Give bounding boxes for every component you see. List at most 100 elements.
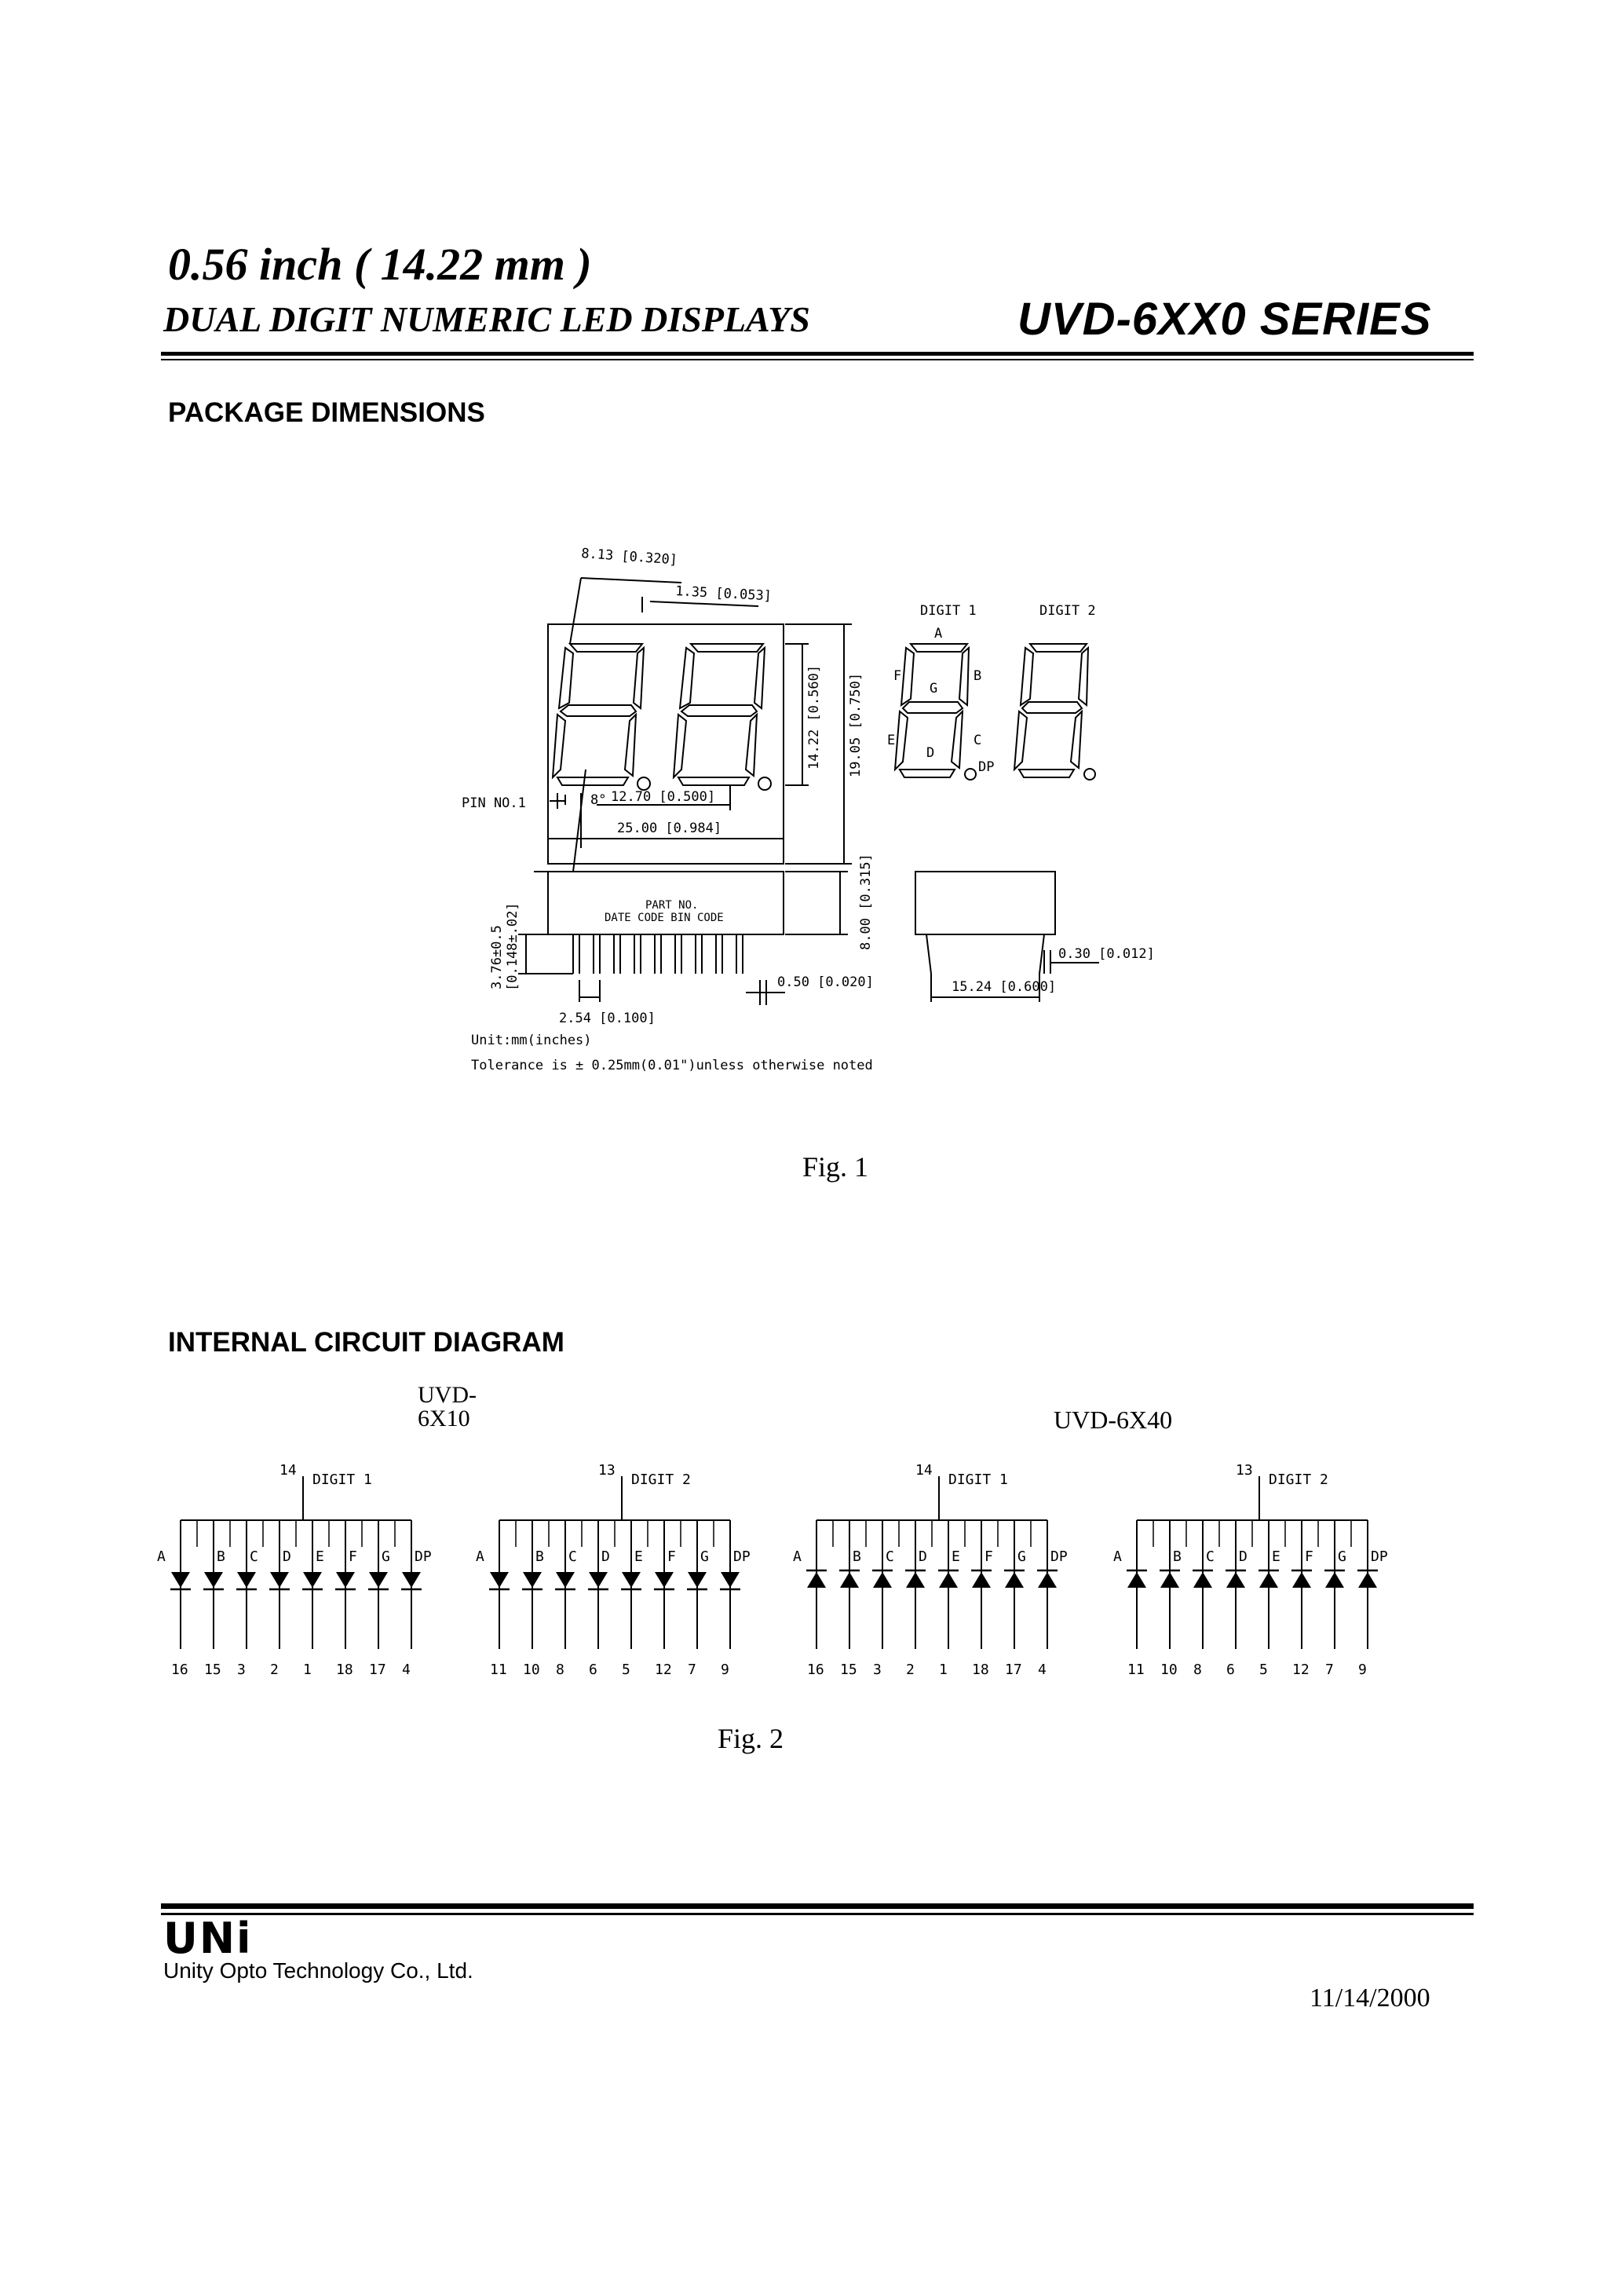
company-logo: UNi [163, 1914, 253, 1963]
segment-map-digit-1 [893, 643, 977, 781]
document-date: 11/14/2000 [1310, 1983, 1430, 2013]
segment-label-c: C [1206, 1548, 1215, 1565]
segment-label-dp: DP [1371, 1548, 1388, 1565]
fig1-caption: Fig. 1 [802, 1151, 869, 1183]
common-pin-number: 13 [598, 1462, 616, 1479]
dim-digit-height: 14.22 [0.560] [806, 665, 822, 770]
diode-symbol [369, 1572, 388, 1588]
digit-label: DIGIT 2 [631, 1472, 691, 1488]
diode-symbol [972, 1572, 991, 1588]
segment-letter-a: A [934, 626, 942, 642]
common-pin-number: 13 [1236, 1462, 1253, 1479]
segment-map-digit-2 [1013, 643, 1096, 781]
header-rule [161, 352, 1474, 356]
segment-label-d: D [283, 1548, 291, 1565]
dim-pin-width: 0.50 [0.020] [777, 974, 874, 990]
pin-number: 11 [490, 1662, 507, 1678]
segment-label-b: B [535, 1548, 544, 1565]
pin-number: 18 [972, 1662, 989, 1678]
end-view-body [915, 871, 1056, 935]
diode-symbol [237, 1572, 256, 1588]
segment-letter-d: D [926, 745, 934, 761]
segment-label-a: A [157, 1548, 166, 1565]
tolerance-note: Tolerance is ± 0.25mm(0.01")unless other… [471, 1058, 873, 1073]
pin-number: 4 [1038, 1662, 1047, 1678]
pin-number: 6 [1226, 1662, 1235, 1678]
pin-number: 2 [906, 1662, 915, 1678]
footer-rule-thin [161, 1913, 1474, 1915]
product-title: DUAL DIGIT NUMERIC LED DISPLAYS [163, 299, 810, 339]
segment-label-b: B [853, 1548, 861, 1565]
segment-label-d: D [1239, 1548, 1248, 1565]
segment-label-dp: DP [415, 1548, 432, 1565]
segment-label-g: G [1338, 1548, 1346, 1565]
pin-number: 16 [807, 1662, 824, 1678]
segment-label-b: B [217, 1548, 225, 1565]
side-view-body [547, 871, 784, 935]
digit-label: DIGIT 2 [1269, 1472, 1328, 1488]
pin-number: 7 [1325, 1662, 1334, 1678]
dim-seg-stroke: 1.35 [0.053] [675, 583, 773, 604]
pin-number: 18 [336, 1662, 353, 1678]
dim-body-depth: 8.00 [0.315] [858, 854, 874, 950]
segment-label-e: E [634, 1548, 643, 1565]
segment-label-a: A [1113, 1548, 1122, 1565]
segment-label-c: C [886, 1548, 894, 1565]
package-dimensions-heading: PACKAGE DIMENSIONS [168, 397, 485, 428]
pin-number: 3 [873, 1662, 882, 1678]
diode-symbol [1160, 1572, 1179, 1588]
diode-symbol [1259, 1572, 1278, 1588]
pin-number: 1 [303, 1662, 312, 1678]
pin-number: 10 [523, 1662, 540, 1678]
pin-number: 10 [1160, 1662, 1178, 1678]
pin-number: 15 [204, 1662, 221, 1678]
segment-label-c: C [568, 1548, 577, 1565]
common-pin-number: 14 [279, 1462, 297, 1479]
segment-letter-b: B [974, 668, 981, 684]
size-title: 0.56 inch ( 14.22 mm ) [168, 239, 592, 290]
internal-circuit-heading: INTERNAL CIRCUIT DIAGRAM [168, 1327, 564, 1358]
display-body-outline [547, 623, 784, 865]
digit-1-label: DIGIT 1 [920, 603, 977, 619]
segment-letter-dp: DP [978, 759, 994, 775]
dim-body-height: 19.05 [0.750] [848, 673, 864, 777]
digit-label: DIGIT 1 [948, 1472, 1008, 1488]
diode-symbol [336, 1572, 355, 1588]
diode-symbol [556, 1572, 575, 1588]
diode-symbol [402, 1572, 421, 1588]
diode-symbol [1358, 1572, 1377, 1588]
dim-pin-thick: 0.30 [0.012] [1058, 946, 1155, 962]
pin-number: 8 [1193, 1662, 1202, 1678]
diode-symbol [589, 1572, 608, 1588]
segment-letter-c: C [974, 733, 981, 748]
segment-label-a: A [793, 1548, 802, 1565]
common-pin-number: 14 [915, 1462, 933, 1479]
pin-number: 5 [1259, 1662, 1268, 1678]
diode-symbol [721, 1572, 740, 1588]
diode-symbol [655, 1572, 674, 1588]
date-code-label: DATE CODE BIN CODE [605, 912, 724, 924]
segment-label-dp: DP [1050, 1548, 1068, 1565]
series-title: UVD-6XX0 SERIES [1017, 294, 1432, 345]
segment-label-a: A [476, 1548, 484, 1565]
pin-number: 11 [1127, 1662, 1145, 1678]
pin-number: 4 [402, 1662, 411, 1678]
segment-label-c: C [250, 1548, 258, 1565]
header-rule-thin [161, 359, 1474, 360]
diode-symbol [303, 1572, 322, 1588]
segment-label-g: G [382, 1548, 390, 1565]
pin-number: 2 [270, 1662, 279, 1678]
dim-seat-height-in: [0.148±.02] [505, 902, 521, 991]
digit-outline-1 [551, 643, 651, 791]
diode-symbol [939, 1572, 958, 1588]
segment-label-b: B [1173, 1548, 1182, 1565]
diode-symbol [688, 1572, 707, 1588]
dim-seg-width: 8.13 [0.320] [581, 546, 678, 569]
footer-rule [161, 1903, 1474, 1909]
side-view-pins [572, 934, 743, 974]
segment-label-dp: DP [733, 1548, 751, 1565]
diode-symbol [906, 1572, 925, 1588]
